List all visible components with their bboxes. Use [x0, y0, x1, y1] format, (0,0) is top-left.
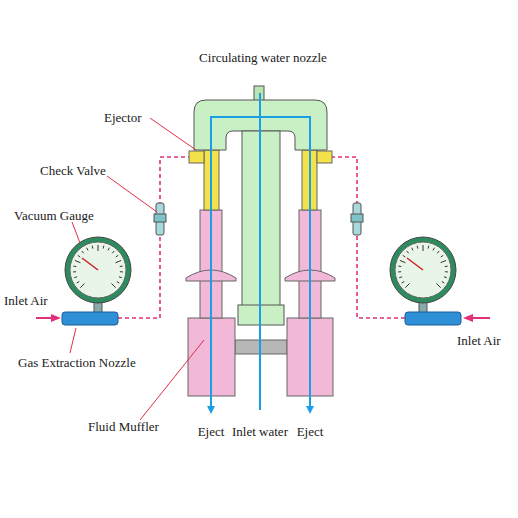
gauge-tick [428, 246, 430, 249]
gauge-tick [398, 271, 401, 272]
gauge-tick [112, 251, 114, 253]
air-arrow [36, 317, 490, 319]
gauge-tick [103, 246, 105, 249]
part-label: Circulating water nozzle [199, 50, 327, 65]
gauge-tick [73, 266, 76, 267]
gauge-tick [87, 248, 88, 251]
part-label: Check Valve [40, 163, 106, 178]
gauge-tick [445, 271, 448, 272]
gauge-tick [399, 276, 402, 278]
gauge-tick [437, 251, 439, 253]
flow-label: Inlet water [232, 424, 288, 439]
gauge-tick [444, 276, 447, 278]
gauge-tick [82, 251, 84, 253]
gauge-tick [92, 246, 94, 249]
part-label: Gas Extraction Nozzle [18, 355, 136, 370]
gauge-tick [441, 260, 447, 262]
gauge-tick [80, 283, 84, 287]
gauge-tick [405, 283, 409, 287]
gauge-tick [423, 245, 424, 251]
gauge-tick [445, 266, 448, 267]
gauge-tick [111, 283, 115, 287]
part-label: Vacuum Gauge [14, 208, 94, 223]
gauge-tick [433, 248, 434, 251]
gauge-tick [108, 248, 109, 251]
part-label: Fluid Muffler [88, 419, 159, 434]
gauge-tick [75, 260, 81, 262]
gauge-tick [73, 271, 76, 272]
flow-label: Eject [297, 424, 324, 439]
gauge-tick [442, 281, 445, 283]
gauge-tick [117, 281, 120, 283]
gauge-tick [441, 255, 443, 257]
gauge-tick [116, 260, 122, 262]
gauge-tick [398, 266, 401, 267]
gauge-tick [74, 276, 77, 278]
flow-label: Eject [198, 424, 225, 439]
vacuum-gauge [62, 237, 461, 325]
gauge-tick [78, 255, 80, 257]
gauge-tick [407, 251, 409, 253]
gauge-tick [417, 246, 419, 249]
gauge-tick [403, 255, 405, 257]
gauge-tick [402, 281, 405, 283]
gauge-tick [120, 266, 123, 267]
gauge-tick [116, 255, 118, 257]
gauge-tick [436, 283, 440, 287]
gauge-tick [400, 260, 406, 262]
part-label: Ejector [104, 110, 142, 125]
gauge-tick [98, 245, 99, 251]
gauge-tick [77, 281, 80, 283]
flow-label: Inlet Air [457, 333, 501, 348]
flow-label: Inlet Air [4, 293, 48, 308]
water-flow [211, 93, 310, 410]
gauge-tick [119, 276, 122, 278]
gauge-tick [412, 248, 413, 251]
gauge-tick [120, 271, 123, 272]
